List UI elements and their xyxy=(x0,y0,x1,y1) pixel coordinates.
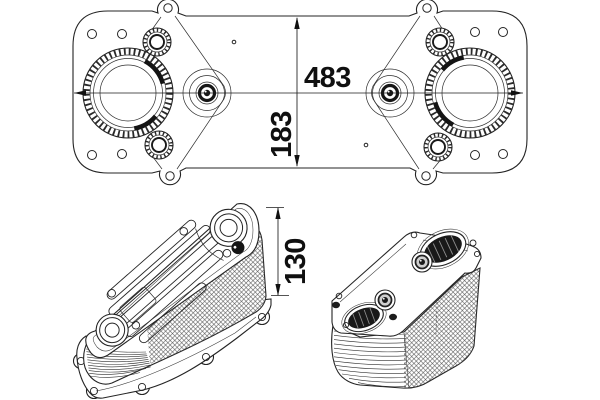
screw-bosses xyxy=(107,227,232,330)
dim-stack-height-label: 130 xyxy=(280,238,312,285)
flange-holes xyxy=(332,231,481,329)
iso-view-left: 130 xyxy=(72,203,312,400)
flange-boss xyxy=(411,251,433,273)
flange-boss xyxy=(374,289,396,311)
top-plate-details xyxy=(95,208,248,347)
dim-height-label: 183 xyxy=(266,111,298,158)
small-port xyxy=(144,130,174,160)
top-plate xyxy=(85,203,260,359)
iso-right-port-b-fins xyxy=(352,307,376,329)
dimension-height: 183 xyxy=(266,17,300,167)
fin-face-hatch xyxy=(147,229,266,364)
dimension-width: 483 xyxy=(74,62,523,96)
fin-face-hatch xyxy=(404,268,480,389)
stack-plate-lines xyxy=(85,348,151,378)
bolt-holes xyxy=(87,3,508,181)
iso-view-right xyxy=(331,228,482,389)
dimension-stack-height: 130 xyxy=(266,207,312,296)
dim-width-label: 483 xyxy=(304,62,351,94)
front-plate-outline xyxy=(72,0,528,186)
front-view: 483 183 xyxy=(72,0,528,186)
bracket xyxy=(119,287,157,323)
iso-left-port-b xyxy=(95,313,129,347)
small-port xyxy=(142,27,172,57)
small-port xyxy=(423,132,453,162)
small-port xyxy=(425,27,455,57)
vent-knob xyxy=(231,241,245,255)
iso-right-port-a-fins xyxy=(426,235,460,263)
